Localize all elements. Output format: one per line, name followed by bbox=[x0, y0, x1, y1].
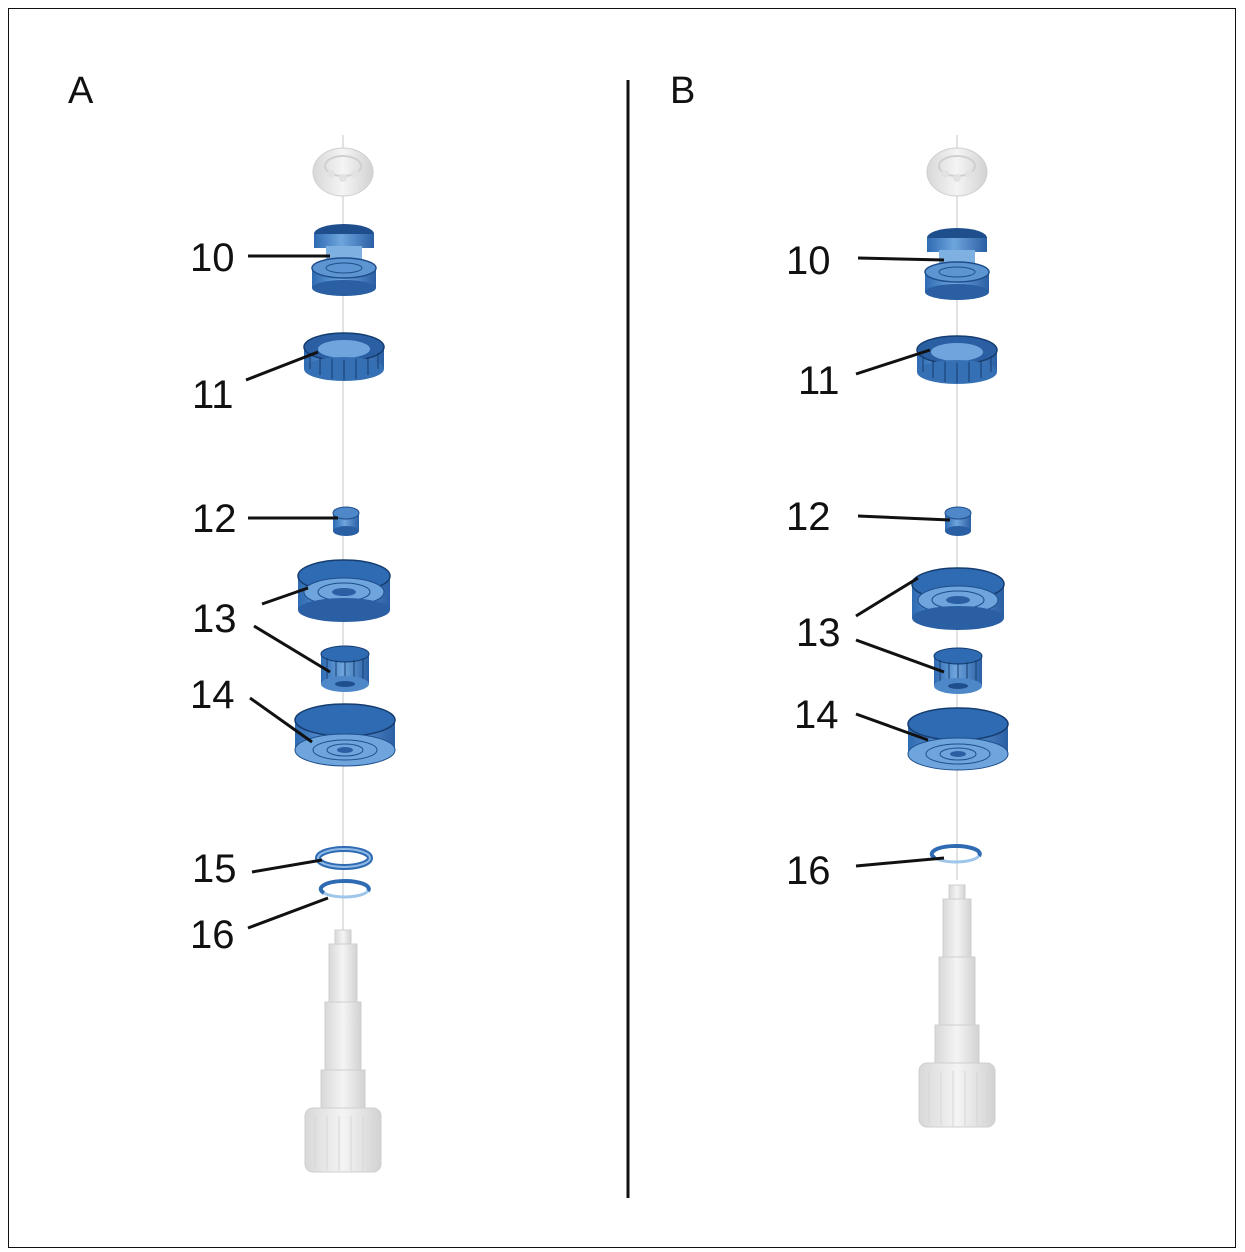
leader-b-16 bbox=[855, 856, 945, 868]
part-11-b bbox=[916, 335, 998, 385]
part-13-gear-b bbox=[911, 567, 1005, 631]
leader-b-12 bbox=[857, 514, 951, 522]
bearing-ghost-a bbox=[312, 147, 374, 197]
panel-b: B 10 11 12 13 14 16 bbox=[670, 70, 1009, 1128]
shaft-ghost-b bbox=[918, 884, 996, 1128]
callout-a-14: 14 bbox=[190, 673, 235, 717]
callout-a-15: 15 bbox=[192, 847, 237, 891]
part-11-a bbox=[303, 332, 385, 382]
leader-b-13-lower bbox=[855, 638, 945, 674]
leader-b-13-upper bbox=[855, 576, 919, 618]
leader-a-15 bbox=[251, 858, 323, 874]
callout-b-14: 14 bbox=[794, 693, 839, 737]
callout-a-16: 16 bbox=[190, 913, 235, 957]
callout-a-10: 10 bbox=[190, 236, 235, 280]
callout-b-12: 12 bbox=[786, 495, 831, 539]
part-14-a bbox=[294, 703, 396, 767]
callout-b-13: 13 bbox=[796, 611, 841, 655]
leader-a-16 bbox=[247, 896, 329, 930]
leader-a-14 bbox=[249, 696, 313, 744]
callout-a-13: 13 bbox=[192, 597, 237, 641]
callout-b-10: 10 bbox=[786, 239, 831, 283]
part-13-gear-a bbox=[297, 559, 391, 623]
part-10-b bbox=[924, 227, 990, 301]
callout-a-11: 11 bbox=[192, 373, 234, 417]
callout-a-12: 12 bbox=[192, 497, 237, 541]
part-12-b bbox=[944, 506, 972, 537]
part-13-sleeve-a bbox=[320, 645, 370, 693]
panel-b-label: B bbox=[670, 70, 695, 112]
bearing-ghost-b bbox=[926, 147, 988, 197]
panel-a: A 10 11 12 13 14 15 16 bbox=[68, 70, 396, 1173]
leader-b-10 bbox=[857, 256, 945, 262]
part-10-a bbox=[311, 223, 377, 297]
leader-a-13-upper bbox=[261, 586, 309, 606]
callout-b-11: 11 bbox=[798, 359, 840, 403]
part-12-a bbox=[332, 506, 360, 537]
leader-a-11 bbox=[245, 350, 319, 382]
callout-b-16: 16 bbox=[786, 849, 831, 893]
figure-frame bbox=[8, 8, 1236, 1248]
shaft-ghost-a bbox=[304, 929, 382, 1173]
panel-a-label: A bbox=[68, 70, 94, 112]
part-16-clip-a bbox=[318, 878, 371, 899]
leader-b-14 bbox=[855, 712, 929, 742]
leader-a-13-lower bbox=[253, 624, 331, 674]
part-15-ring-a bbox=[318, 849, 370, 867]
leader-b-11 bbox=[855, 348, 931, 376]
